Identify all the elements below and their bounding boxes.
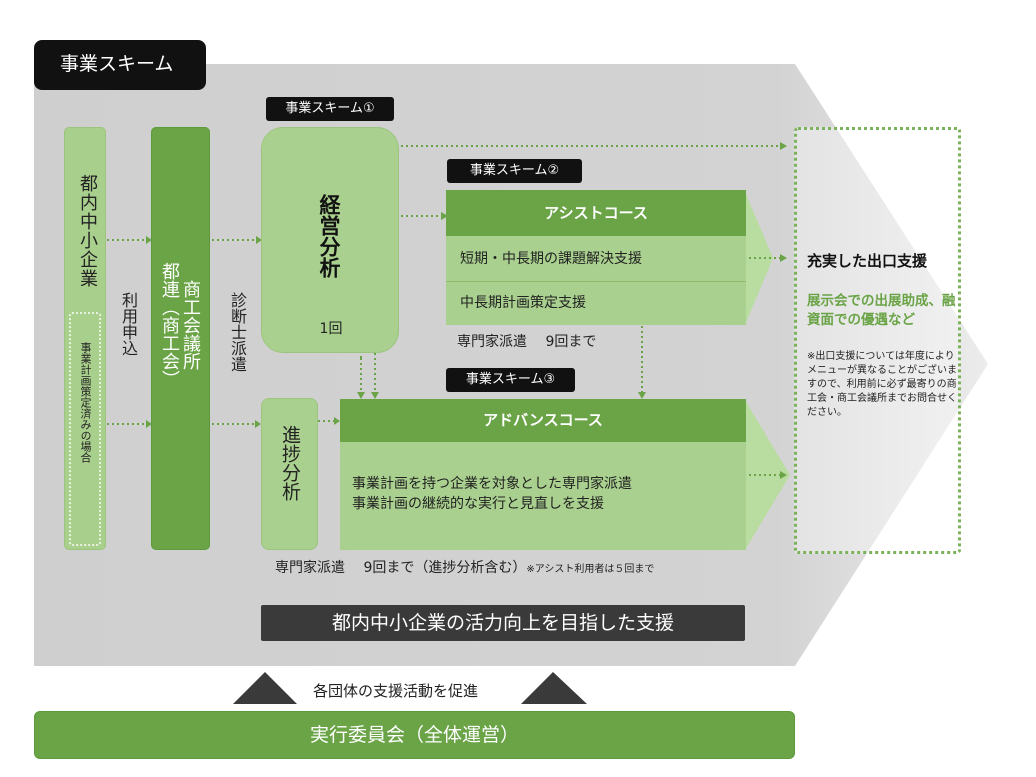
company-label: 都内中小企業: [77, 174, 98, 288]
federation-column: 商工会議所 都連（商工会）: [151, 127, 210, 550]
scheme1-title: 経営分析: [317, 194, 341, 278]
scheme1-tag: 事業スキーム①: [266, 97, 394, 121]
assist-item-2: 中長期計画策定支援: [446, 282, 746, 325]
federation-label-b: 商工会議所: [180, 280, 201, 370]
advance-course-body: 事業計画を持つ企業を対象とした専門家派遣 事業計画の継続的な実行と見直しを支援: [340, 442, 746, 550]
assist-course-header: アシストコース: [446, 190, 746, 236]
company-sub-label: 事業計画策定済みの場合: [79, 342, 92, 463]
advance-note-small: ※アシスト利用者は５回まで: [526, 564, 655, 575]
federation-label-a: 都連（商工会）: [159, 262, 180, 388]
advance-course-header: アドバンスコース: [340, 399, 746, 442]
scheme1-count: 1回: [319, 321, 343, 337]
advance-note: 専門家派遣 9回まで（進捗分析含む）※アシスト利用者は５回まで: [275, 557, 654, 577]
exit-support-box: 充実した出口支援 展示会での出展助成、融資面での優遇など ※出口支援については年…: [794, 127, 961, 554]
advance-line-2: 事業計画の継続的な実行と見直しを支援: [352, 496, 604, 512]
progress-label: 進捗分析: [279, 425, 301, 501]
scheme2-tag: 事業スキーム②: [447, 159, 582, 183]
exit-title: 充実した出口支援: [807, 252, 928, 270]
promote-label: 各団体の支援活動を促進: [313, 682, 479, 700]
exit-note: ※出口支援については年度によりメニューが異なることがございますので、利用前に必ず…: [807, 351, 957, 418]
advance-note-main: 専門家派遣 9回まで（進捗分析含む）: [275, 560, 527, 576]
exit-highlight: 展示会での出展助成、融資面での優遇など: [807, 293, 956, 328]
committee-banner: 実行委員会（全体運営）: [34, 711, 795, 759]
apply-label: 利用申込: [119, 292, 138, 356]
advance-line-1: 事業計画を持つ企業を対象とした専門家派遣: [352, 476, 632, 492]
diagnostician-label: 診断士派遣: [228, 292, 247, 372]
scheme3-tag: 事業スキーム③: [446, 368, 575, 392]
company-column: 都内中小企業 事業計画策定済みの場合: [64, 127, 106, 550]
progress-box: 進捗分析: [261, 398, 318, 550]
scheme1-box: 経営分析 1回: [261, 127, 399, 353]
scheme-title: 事業スキーム: [34, 40, 206, 90]
assist-note: 専門家派遣 9回まで: [457, 334, 597, 350]
goal-banner: 都内中小企業の活力向上を目指した支援: [261, 605, 745, 641]
assist-item-1: 短期・中長期の課題解決支援: [446, 236, 746, 282]
company-sub-box: 事業計画策定済みの場合: [69, 312, 101, 546]
